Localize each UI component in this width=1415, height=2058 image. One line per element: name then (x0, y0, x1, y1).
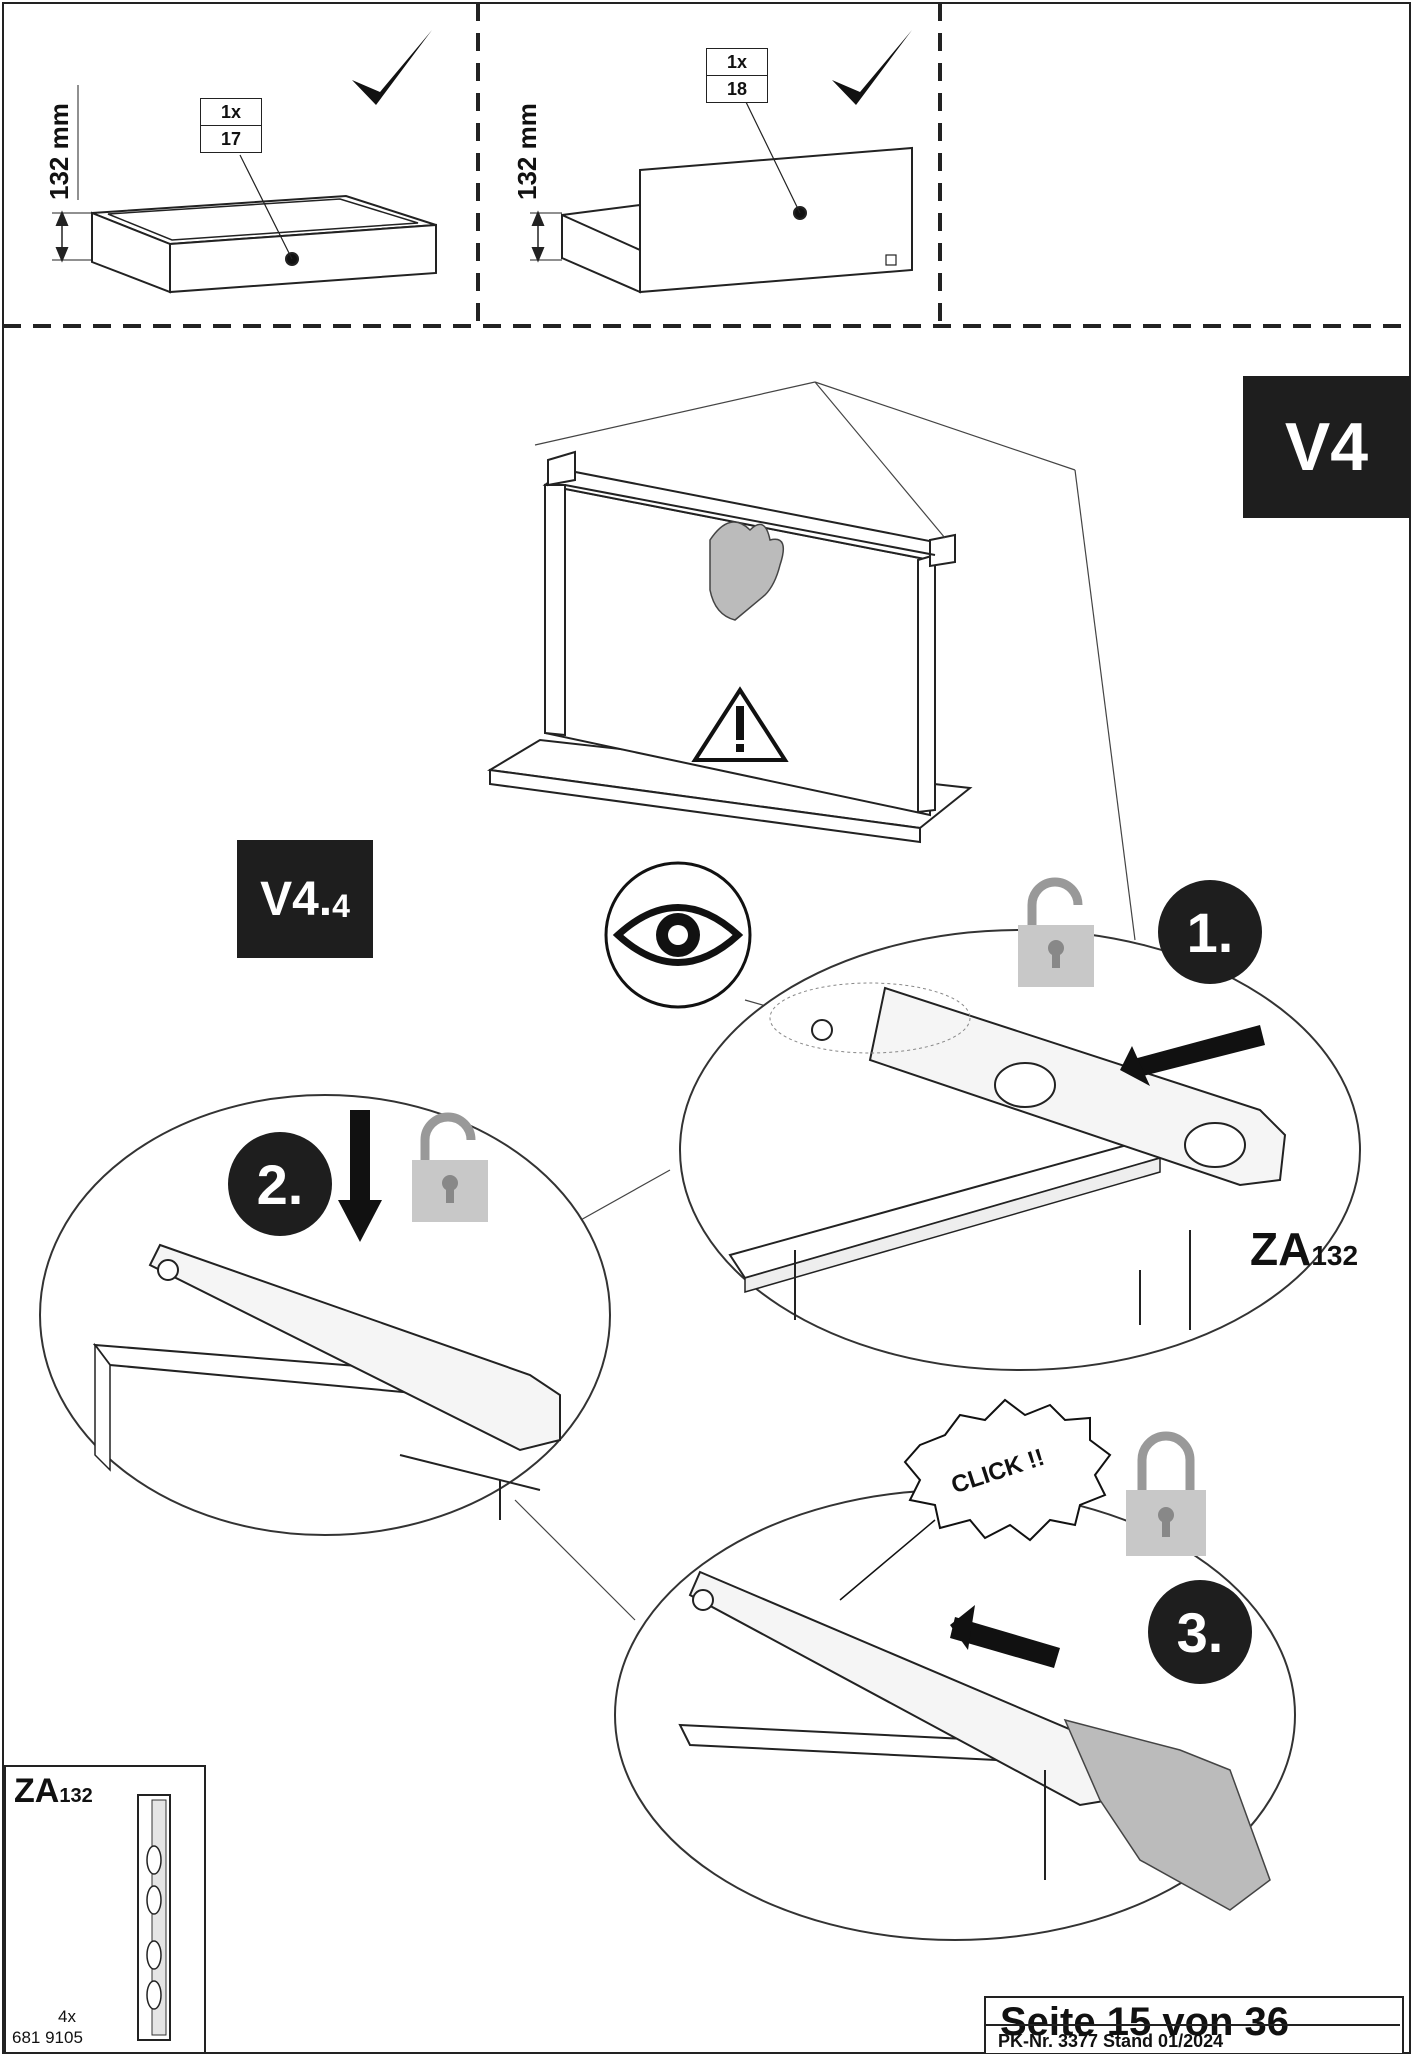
step-number-1: 1. (1158, 880, 1262, 984)
drawer-front-drawing (530, 99, 913, 294)
fitting-code-label: ZA132 (1250, 1223, 1359, 1275)
parts-code-label: ZA132 (14, 1772, 93, 1810)
unlocked-padlock-icon (1018, 877, 1094, 987)
part-number-label: 17 (201, 125, 261, 152)
footer-meta-row: PK-Nr. 3377 Stand 01/2024 (984, 2024, 1400, 2058)
eye-icon (604, 861, 752, 1009)
quantity-label: 1x (220, 102, 242, 122)
part-number-label: 18 (707, 75, 767, 102)
hand-icon (709, 521, 785, 621)
page-footer: Seite 15 von 36 (984, 1996, 1404, 2053)
footer-meta: PK-Nr. 3377 Stand 01/2024 (998, 2031, 1224, 2051)
cabinet-drawing (487, 450, 973, 844)
locked-padlock-icon (1126, 1431, 1206, 1556)
article-number-label: 681 9105 (12, 2028, 83, 2047)
arrow-left-icon (950, 1617, 1060, 1668)
detail-circle-3 (614, 1489, 1296, 1941)
page-number: Seite 15 von 36 (1000, 2000, 1290, 2044)
part-quantity-box: 1x 18 (706, 48, 768, 103)
checkmark-icon (352, 30, 432, 105)
step-label: V4 (1243, 376, 1410, 518)
arrow-left-icon (1130, 1025, 1265, 1078)
detail-circle-1 (679, 929, 1361, 1371)
step-number-3: 3. (1148, 1580, 1252, 1684)
parts-quantity-label: 4x (58, 2007, 76, 2026)
drawer-box-drawing (52, 85, 437, 294)
za132-fitting-part-icon (137, 1794, 171, 2041)
quantity-label: 1x (726, 52, 748, 72)
substep-label: V4.4 (237, 840, 373, 958)
click-burst-icon (903, 1398, 1112, 1542)
step-number-2: 2. (228, 1132, 332, 1236)
arrow-down-icon (350, 1110, 370, 1210)
checkmark-icon (832, 30, 912, 105)
parts-box-frame (4, 1765, 206, 2054)
dimension-label: 132 mm (512, 103, 542, 200)
part-quantity-box: 1x 17 (200, 98, 262, 153)
hand-icon (1063, 1718, 1271, 1911)
unlocked-padlock-icon (412, 1112, 488, 1222)
dashed-separators (3, 3, 1410, 328)
dimension-label: 132 mm (44, 103, 74, 200)
